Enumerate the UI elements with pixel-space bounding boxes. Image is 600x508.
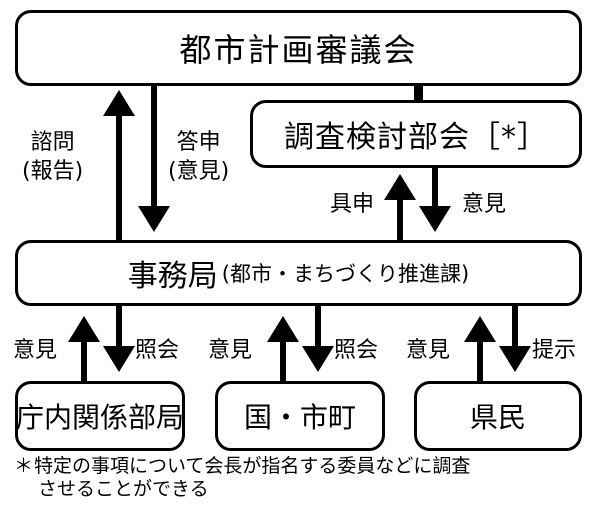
- down-arrow-opinion: [419, 168, 451, 232]
- up-arrow-inquiry: [103, 90, 135, 240]
- national-city-box: 国・市町: [215, 381, 385, 451]
- opinion-national-label: 意見: [208, 338, 253, 363]
- down-arrow-answer: [138, 86, 170, 232]
- opinion-paren-text: (意見): [168, 159, 230, 184]
- residents-label: 県民: [469, 401, 526, 434]
- secretariat-department-label: (都市・まちづくり推進課): [221, 262, 470, 286]
- answer-text: 答申: [176, 130, 221, 155]
- up-arrow-opinion-depts: [68, 316, 100, 381]
- reference-depts-label: 照会: [135, 338, 180, 363]
- internal-departments-label: 庁内関係部局: [16, 401, 185, 434]
- up-arrow-opinion-residents: [464, 316, 496, 381]
- opinion-depts-label: 意見: [13, 338, 58, 363]
- council-box: 都市計画審議会: [15, 10, 582, 86]
- opinion-sub-label: 意見: [462, 192, 507, 217]
- report-up-label: 具申: [330, 192, 375, 217]
- present-residents-label: 提示: [532, 338, 577, 363]
- report-paren-text: (報告): [22, 159, 84, 184]
- internal-departments-box: 庁内関係部局: [15, 381, 185, 451]
- down-arrow-reference-national: [302, 306, 334, 372]
- inquiry-text: 諮問: [30, 130, 75, 155]
- footnote-mark: ＊: [14, 455, 34, 477]
- footnote: ＊特定の事項について会長が指名する委員などに調査 させることができる: [14, 455, 470, 501]
- secretariat-box: 事務局 (都市・まちづくり推進課): [15, 240, 582, 306]
- footnote-line-2: させることができる: [38, 478, 209, 500]
- subcommittee-box: 調査検討部会［*］: [250, 100, 582, 168]
- inquiry-label: 諮問 (報告): [22, 128, 83, 186]
- secretariat-label: 事務局: [127, 259, 218, 294]
- answer-label: 答申 (意見): [168, 128, 229, 186]
- up-arrow-report: [384, 174, 416, 240]
- reference-national-label: 照会: [334, 338, 379, 363]
- residents-box: 県民: [414, 381, 582, 451]
- council-subcommittee-connector: [414, 86, 423, 100]
- down-arrow-present-residents: [499, 306, 531, 372]
- national-city-label: 国・市町: [243, 401, 356, 434]
- council-label: 都市計画審議会: [179, 31, 418, 69]
- subcommittee-label: 調査検討部会［*］: [284, 120, 548, 155]
- up-arrow-opinion-national: [267, 316, 299, 381]
- opinion-residents-label: 意見: [406, 338, 451, 363]
- down-arrow-reference-depts: [103, 306, 135, 372]
- footnote-line-1: 特定の事項について会長が指名する委員などに調査: [34, 455, 471, 477]
